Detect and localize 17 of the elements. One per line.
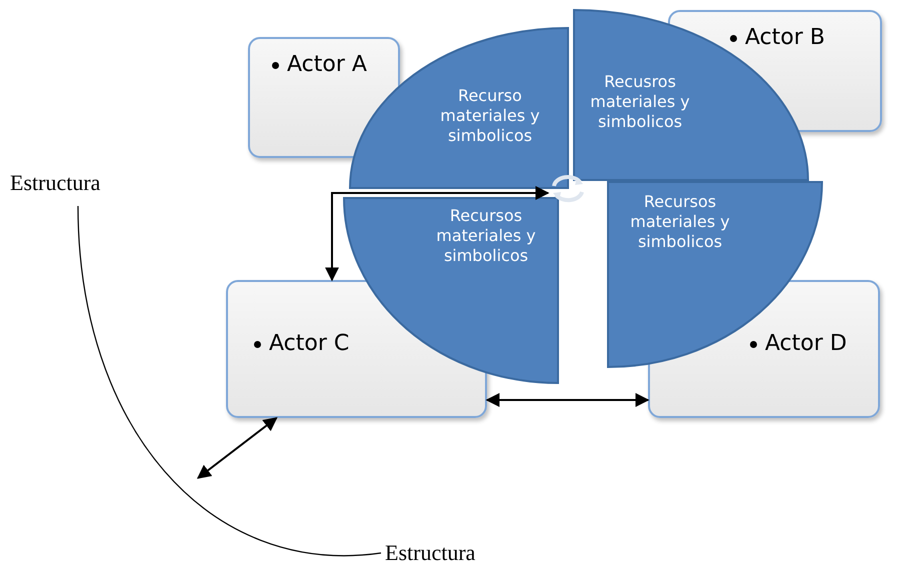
arrow (196, 417, 278, 479)
structure-label: Estructura (385, 538, 476, 568)
pie-quadrant (608, 182, 822, 367)
arrow (486, 393, 650, 407)
actor-label: Actor D (765, 330, 847, 358)
pie-quadrant (350, 28, 568, 188)
quadrant-text: Recusros materiales y simbolicos (590, 72, 690, 132)
quadrant-text: Recursos materiales y simbolicos (436, 206, 536, 266)
pie-quadrant (574, 10, 808, 180)
structure-label: Estructura (10, 168, 100, 198)
curved-line (77, 206, 382, 556)
quadrant-text: Recurso materiales y simbolicos (440, 86, 540, 146)
arrow (325, 186, 550, 282)
quadrant-text: Recursos materiales y simbolicos (630, 192, 730, 252)
actor-label: Actor B (745, 24, 825, 52)
actor-label: Actor C (269, 330, 350, 358)
actor-label: Actor A (287, 51, 367, 79)
